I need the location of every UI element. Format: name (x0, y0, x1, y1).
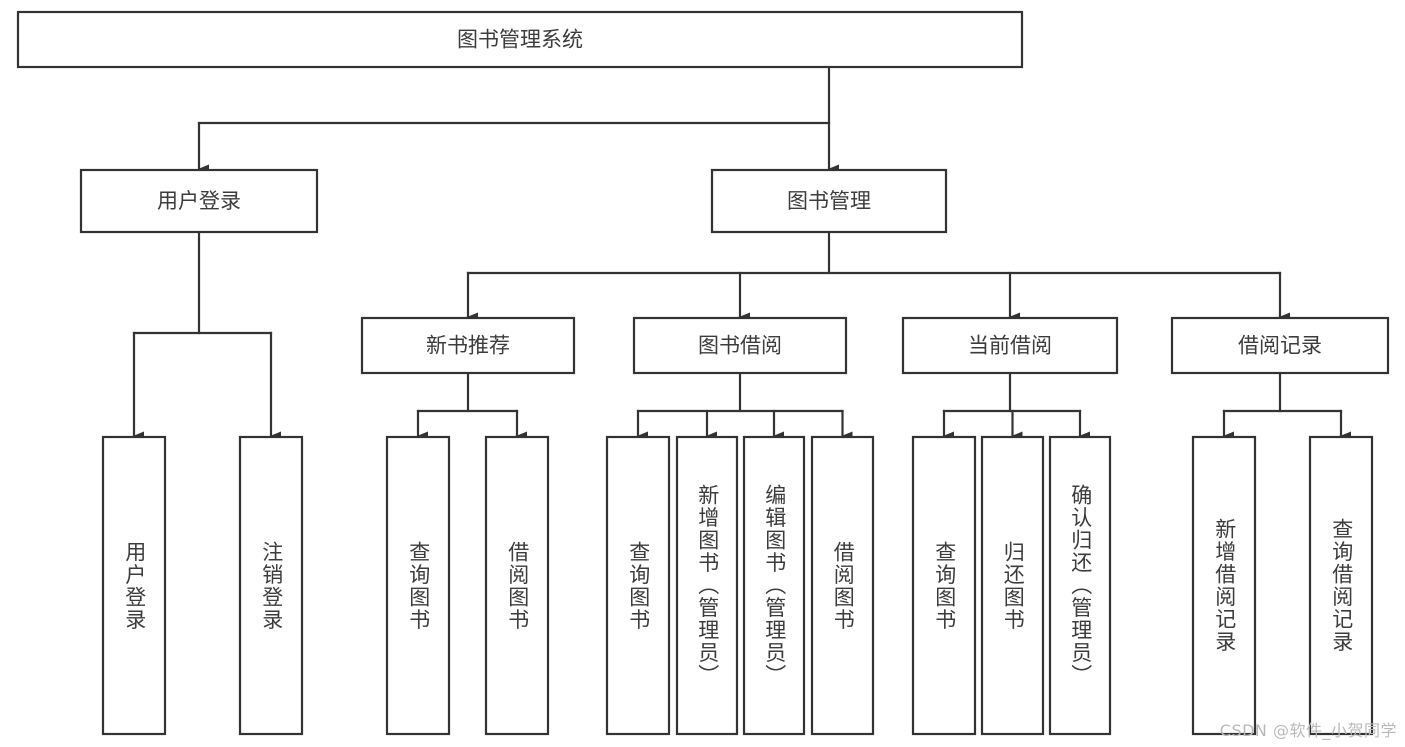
watermark: CSDN @软件_小贺同学 (1219, 721, 1397, 740)
node-leaf-query-book-1-box[interactable] (385, 435, 451, 736)
node-new-book-recommend-box[interactable] (360, 316, 576, 375)
node-leaf-return-book-box[interactable] (980, 435, 1045, 736)
node-leaf-add-book-box[interactable] (675, 435, 739, 736)
node-leaf-borrow-book-1-box[interactable] (484, 435, 550, 736)
node-current-borrow-label: 当前借阅 (968, 334, 1052, 358)
node-user-login-label: 用户登录 (157, 189, 241, 213)
node-root-label: 图书管理系统 (457, 28, 583, 52)
node-root-box[interactable] (16, 10, 1024, 69)
node-leaf-query-book-3-box[interactable] (911, 435, 977, 736)
node-boxes (16, 10, 1390, 736)
node-leaf-add-record-box[interactable] (1191, 435, 1257, 736)
node-leaf-borrow-book-2-box[interactable] (810, 435, 875, 736)
node-current-borrow-box[interactable] (901, 316, 1119, 375)
node-leaf-user-login-box[interactable] (101, 435, 167, 736)
node-book-borrow-box[interactable] (632, 316, 848, 375)
node-new-book-recommend-label: 新书推荐 (426, 334, 510, 358)
node-leaf-edit-book-box[interactable] (742, 435, 806, 736)
node-book-borrow-label: 图书借阅 (698, 334, 782, 358)
node-leaf-logout-login-box[interactable] (238, 435, 304, 736)
node-leaf-query-book-2-box[interactable] (605, 435, 671, 736)
node-leaf-query-record-box[interactable] (1308, 435, 1374, 736)
node-leaf-confirm-return-box[interactable] (1048, 435, 1112, 736)
node-borrow-record-label: 借阅记录 (1238, 334, 1322, 358)
connector-lines (132, 65, 1351, 441)
node-book-manage-box[interactable] (710, 168, 948, 234)
node-user-login-box[interactable] (79, 168, 319, 234)
node-book-manage-label: 图书管理 (787, 189, 871, 213)
node-borrow-record-box[interactable] (1170, 316, 1390, 375)
